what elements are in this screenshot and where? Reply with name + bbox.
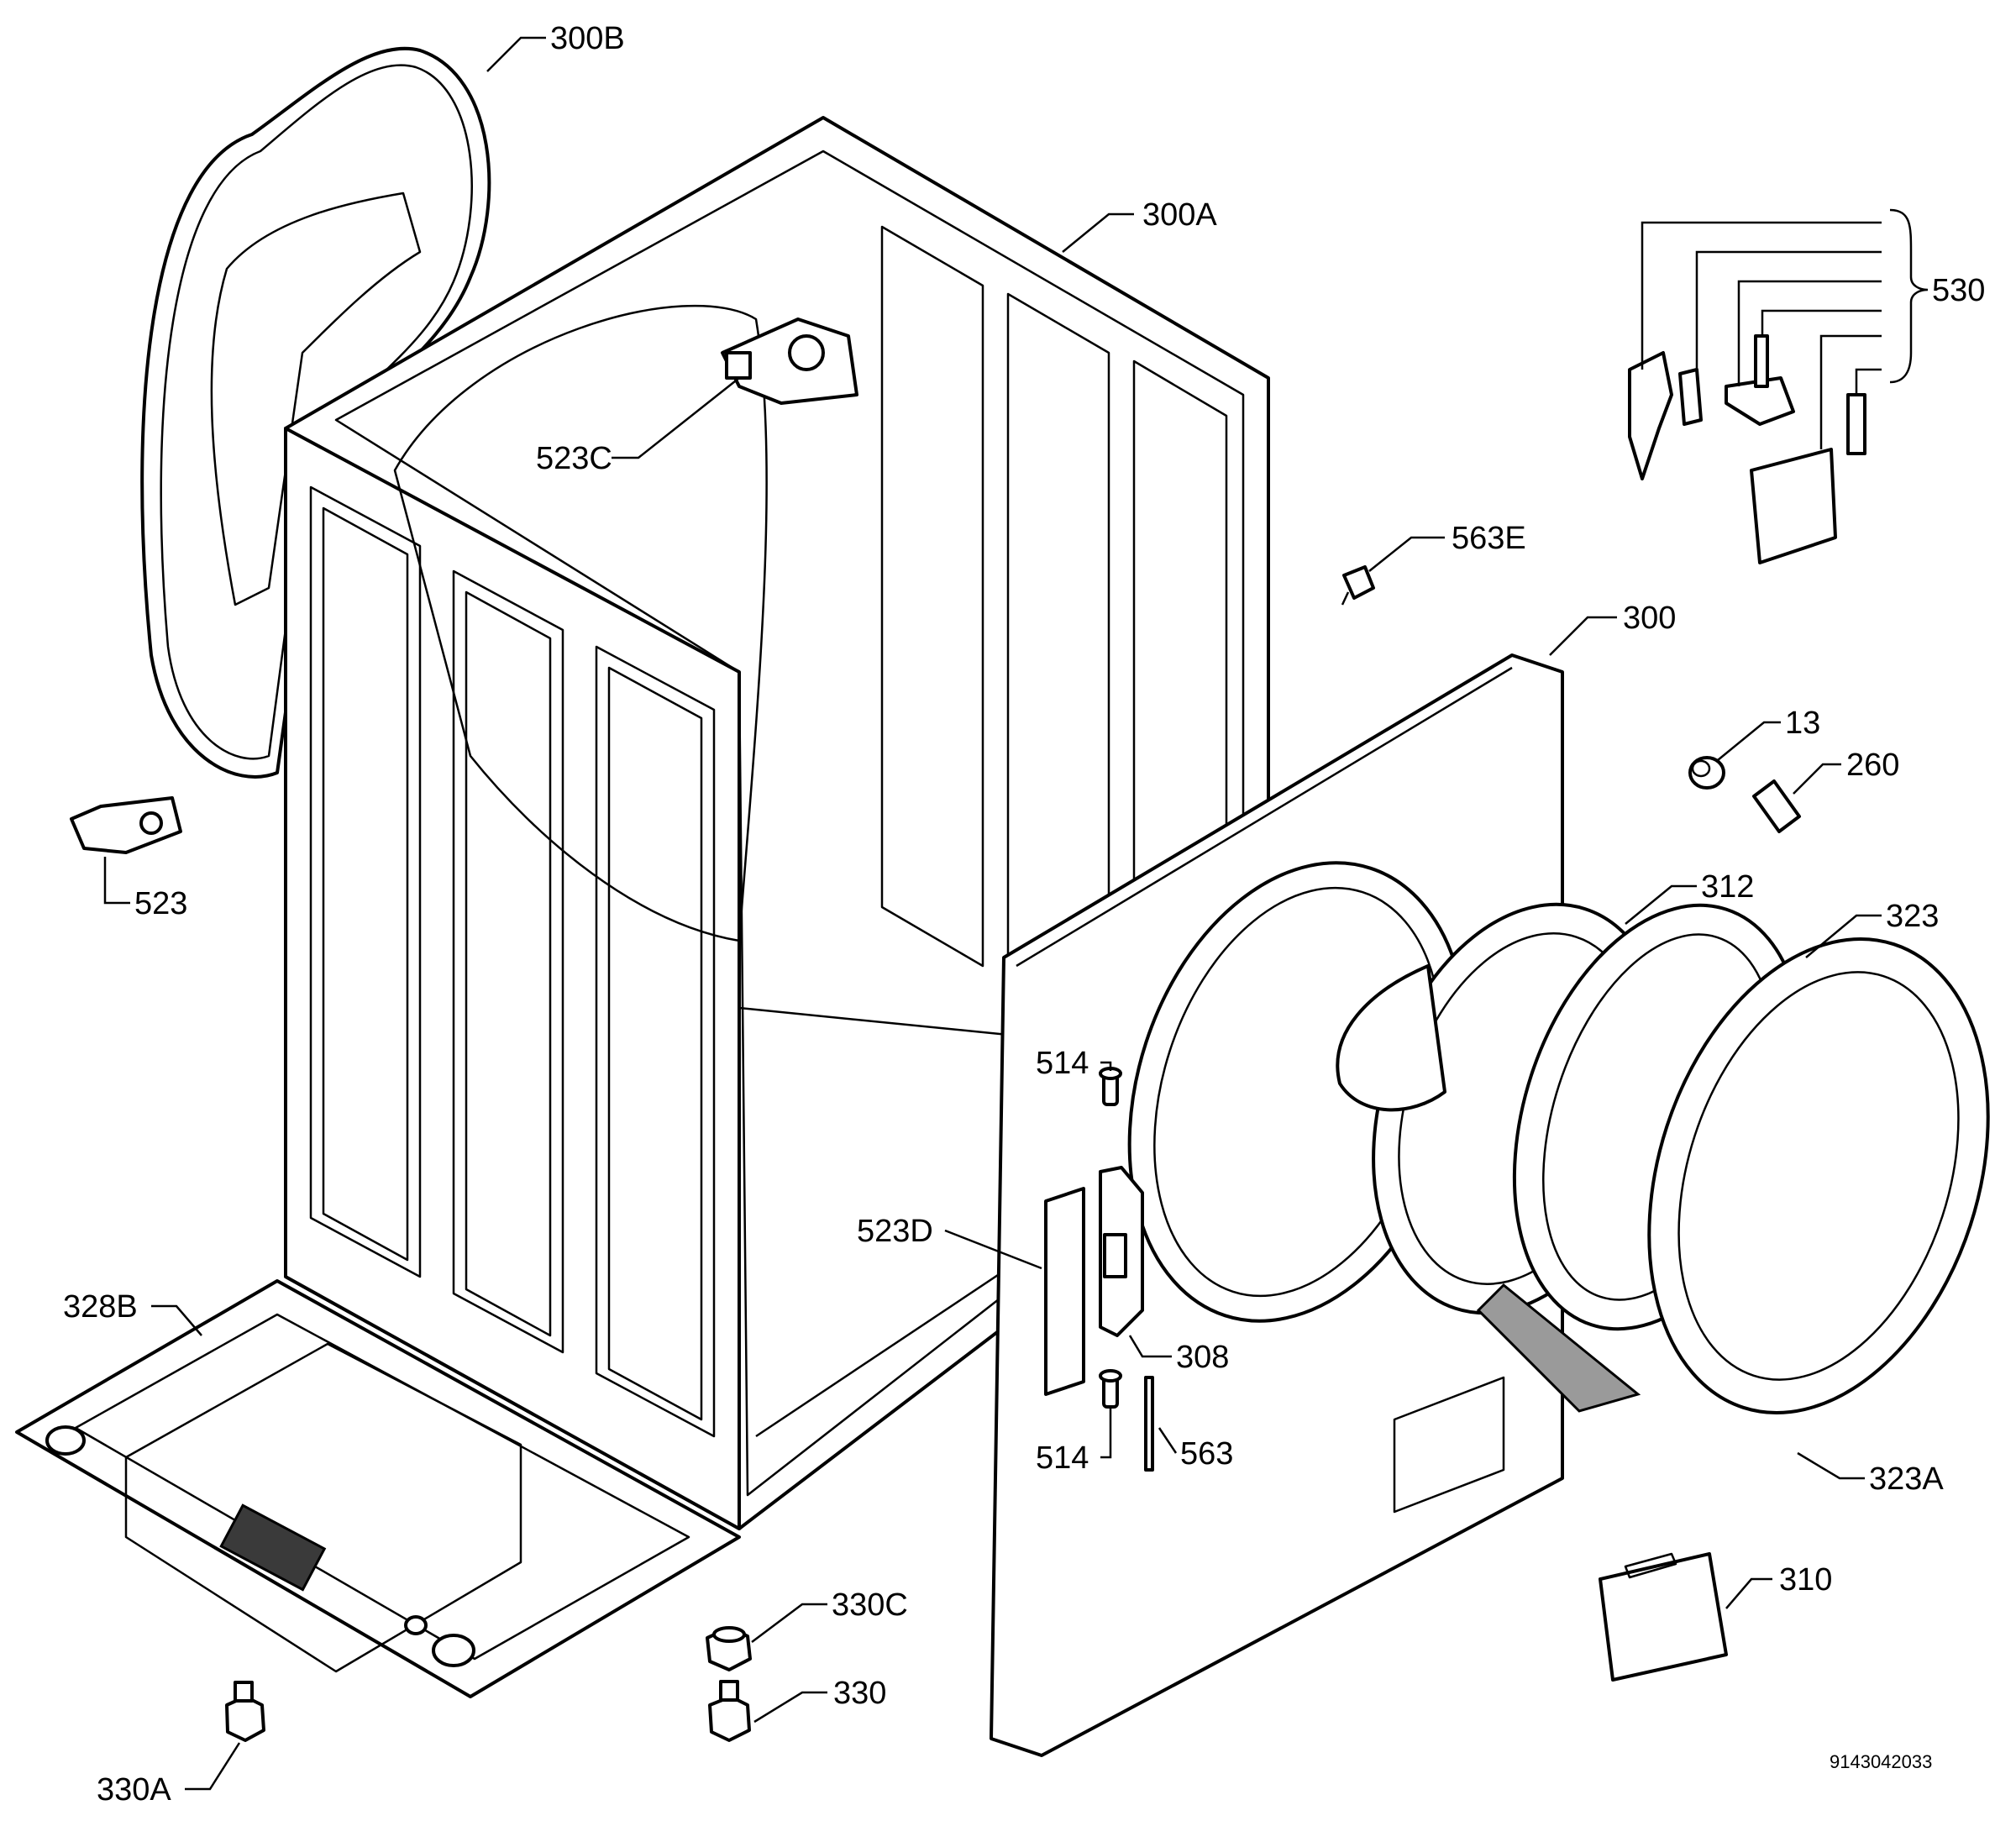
label-530: 530 (1932, 273, 1985, 308)
label-328b: 328B (63, 1289, 138, 1325)
leader-514b (1100, 1407, 1112, 1459)
part-523d-door-lock (1044, 1187, 1085, 1396)
leader-310 (1725, 1577, 1772, 1609)
part-514-screw-upper (1099, 1067, 1122, 1106)
label-300b: 300B (550, 21, 625, 56)
leader-530-3 (1737, 280, 1882, 386)
label-300a: 300A (1142, 197, 1217, 233)
leader-308 (1128, 1335, 1172, 1358)
label-312: 312 (1701, 869, 1754, 905)
label-323: 323 (1886, 899, 1939, 934)
leader-530-brace (1889, 208, 1929, 384)
leader-523 (103, 857, 130, 905)
label-523: 523 (134, 886, 187, 921)
part-514-screw-lower (1099, 1369, 1122, 1409)
leader-312 (1625, 884, 1697, 925)
part-310-filter-cover (1599, 1552, 1728, 1682)
leader-523d (944, 1229, 1042, 1270)
leader-530-2 (1695, 250, 1882, 374)
part-308-latch (1099, 1166, 1144, 1337)
label-330c: 330C (832, 1587, 908, 1623)
label-260: 260 (1846, 748, 1899, 783)
leader-514a (1100, 1061, 1112, 1071)
part-563e-pin (1341, 565, 1375, 606)
leader-563e (1368, 536, 1445, 572)
part-523-clip (70, 796, 182, 854)
leader-lines (103, 36, 1929, 1791)
label-563: 563 (1180, 1436, 1233, 1472)
leader-300a (1062, 213, 1134, 253)
label-300: 300 (1623, 601, 1676, 636)
document-id: 9143042033 (1830, 1751, 1932, 1772)
part-323a-outer-ring (1647, 937, 1990, 1414)
part-labels: 300B 300A 530 523C 563E 300 13 260 523 3… (63, 21, 1985, 1808)
part-330-foot (708, 1680, 751, 1742)
label-308: 308 (1176, 1340, 1229, 1375)
label-514-upper: 514 (1036, 1046, 1089, 1081)
label-330a: 330A (97, 1772, 171, 1808)
leader-530-4 (1761, 309, 1882, 336)
leader-260 (1793, 763, 1841, 795)
leader-300 (1549, 616, 1617, 656)
label-523d: 523D (857, 1214, 933, 1249)
label-563e: 563E (1452, 521, 1526, 556)
label-514-lower: 514 (1036, 1440, 1089, 1476)
leader-330 (753, 1691, 827, 1724)
leader-530-1 (1641, 221, 1882, 370)
label-523c: 523C (536, 441, 612, 476)
part-530-hinge-assembly (1628, 334, 1866, 564)
label-330: 330 (833, 1676, 886, 1711)
part-260-spring (1752, 779, 1801, 833)
part-330a-foot (225, 1681, 265, 1742)
part-13-knob (1688, 756, 1725, 790)
part-330c-foot (706, 1626, 752, 1671)
leader-328b (151, 1304, 202, 1336)
leader-13 (1717, 721, 1781, 761)
label-323a: 323A (1869, 1461, 1944, 1497)
part-328b-base (15, 1279, 741, 1698)
part-523c-bracket (721, 317, 858, 405)
leader-323a (1797, 1451, 1865, 1480)
leader-330c (751, 1603, 827, 1643)
part-563-rod (1144, 1376, 1154, 1472)
leader-300b (486, 36, 546, 72)
label-310: 310 (1779, 1562, 1832, 1598)
leader-563 (1158, 1427, 1178, 1454)
label-13: 13 (1785, 706, 1820, 741)
leader-523c (612, 377, 740, 459)
leader-530-5 (1819, 334, 1882, 449)
leader-323 (1805, 914, 1882, 958)
leader-530-6 (1855, 368, 1882, 395)
leader-330a (185, 1742, 241, 1791)
